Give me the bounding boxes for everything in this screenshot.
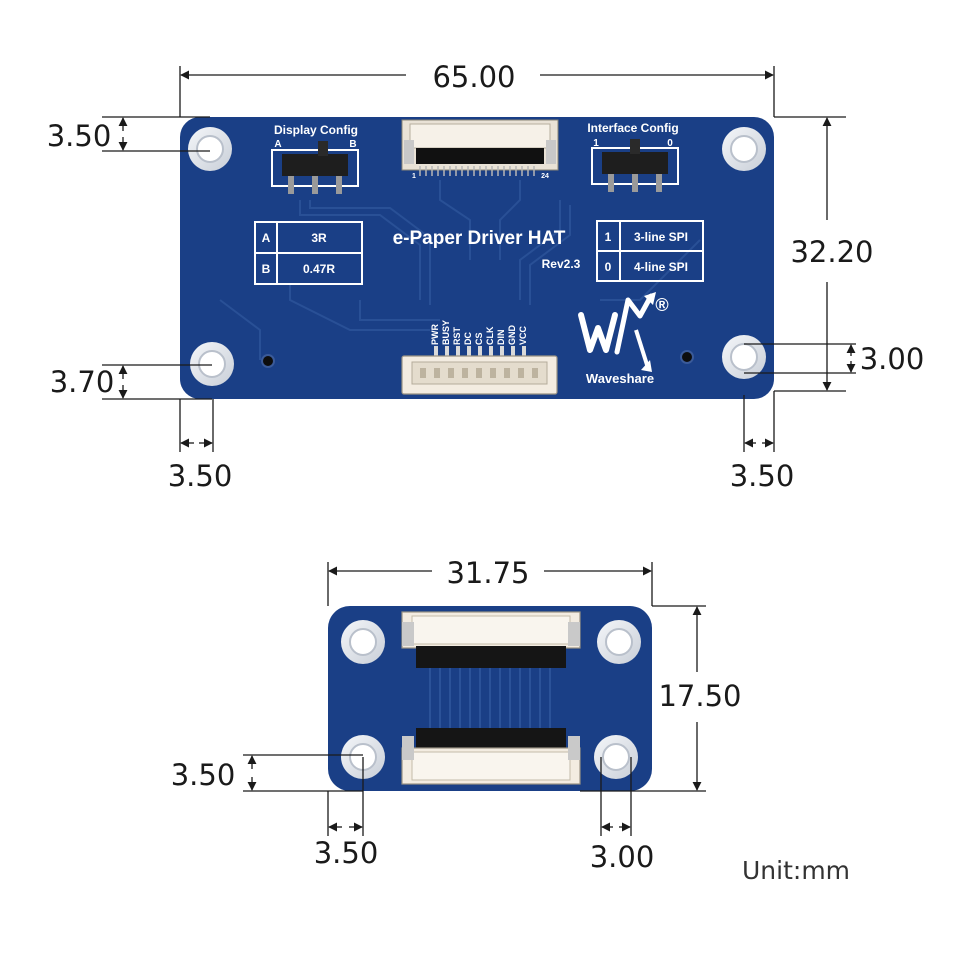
board-title: e-Paper Driver HAT	[393, 228, 566, 249]
display-config-label: Display Config	[274, 123, 358, 137]
pin-label-busy: BUSY	[441, 320, 451, 345]
fpc-pin-start: 1	[412, 173, 416, 180]
dim-label-adapter-hole-bottom: 3.50	[171, 758, 236, 792]
interface-config-pos-1: 1	[593, 138, 599, 149]
display-table-value-b: 0.47R	[303, 262, 335, 276]
waveshare-logo: ® Waveshare	[578, 292, 669, 386]
registered-mark: ®	[655, 295, 668, 315]
dim-label-adapter-hole-left: 3.50	[314, 836, 379, 870]
dim-label-main-hole-bottom: 3.70	[50, 365, 115, 399]
adapter-connector-top	[401, 611, 581, 668]
via-right	[680, 350, 694, 364]
main-mounting-holes	[188, 127, 766, 386]
fpc-pin-end: 24	[541, 173, 549, 180]
adapter-mounting-holes	[341, 620, 641, 779]
display-config-pos-b: B	[349, 139, 356, 150]
interface-table-key-1: 1	[605, 230, 612, 244]
pin-label-gnd: GND	[507, 325, 517, 346]
display-config-pos-a: A	[274, 139, 281, 150]
main-board: Display Config A B Interface Config 1 0	[180, 117, 774, 399]
adapter-board	[328, 606, 652, 791]
interface-config-switch: Interface Config 1 0	[587, 121, 679, 192]
display-config-table: A 3R B 0.47R	[254, 221, 363, 285]
pin-label-clk: CLK	[485, 326, 495, 345]
interface-config-pos-0: 0	[667, 138, 673, 149]
adapter-connector-bottom	[401, 728, 581, 785]
header-pin-labels: PWR BUSY RST DC CS CLK DIN GND VCC	[430, 320, 528, 345]
dim-label-main-hole-diameter: 3.00	[860, 342, 925, 376]
dim-label-main-height: 32.20	[790, 235, 873, 269]
interface-config-label: Interface Config	[587, 121, 678, 135]
main-board-dimensions	[102, 66, 856, 452]
pin-label-cs: CS	[474, 332, 484, 345]
dim-label-adapter-hole-diameter: 3.00	[590, 840, 655, 874]
pin-label-din: DIN	[496, 330, 506, 346]
pin-label-vcc: VCC	[518, 325, 528, 345]
pin-label-rst: RST	[452, 326, 462, 345]
header-connector-9pin	[401, 346, 558, 395]
display-table-value-a: 3R	[311, 231, 327, 245]
pin-label-pwr: PWR	[430, 324, 440, 345]
dim-label-adapter-width: 31.75	[446, 556, 529, 590]
fpc-connector-24pin: 1 24	[401, 119, 559, 180]
display-table-key-b: B	[262, 262, 271, 276]
adapter-dimensions	[243, 562, 706, 836]
pin-label-dc: DC	[463, 332, 473, 345]
display-config-switch: Display Config A B	[271, 123, 359, 194]
interface-table-value-1: 3-line SPI	[634, 230, 688, 244]
via-left	[261, 354, 275, 368]
brand-label: Waveshare	[586, 371, 654, 386]
dim-label-main-hole-top: 3.50	[47, 119, 112, 153]
adapter-dimension-labels: 31.75 17.50 3.50 3.50 3.00	[171, 556, 742, 874]
interface-table-value-0: 4-line SPI	[634, 260, 688, 274]
main-board-dimension-labels: 65.00 32.20 3.50 3.70 3.50 3.50 3.00	[47, 60, 925, 493]
interface-config-table: 1 3-line SPI 0 4-line SPI	[596, 220, 704, 282]
main-board-pcb	[180, 117, 774, 399]
pcb-traces	[219, 180, 701, 360]
display-table-key-a: A	[262, 231, 271, 245]
dim-label-main-width: 65.00	[432, 60, 515, 94]
board-revision: Rev2.3	[542, 257, 581, 271]
dim-label-main-hole-right: 3.50	[730, 459, 795, 493]
dim-label-adapter-height: 17.50	[658, 679, 741, 713]
unit-label: Unit:mm	[742, 856, 851, 885]
dim-label-main-hole-left: 3.50	[168, 459, 233, 493]
interface-table-key-0: 0	[605, 260, 612, 274]
